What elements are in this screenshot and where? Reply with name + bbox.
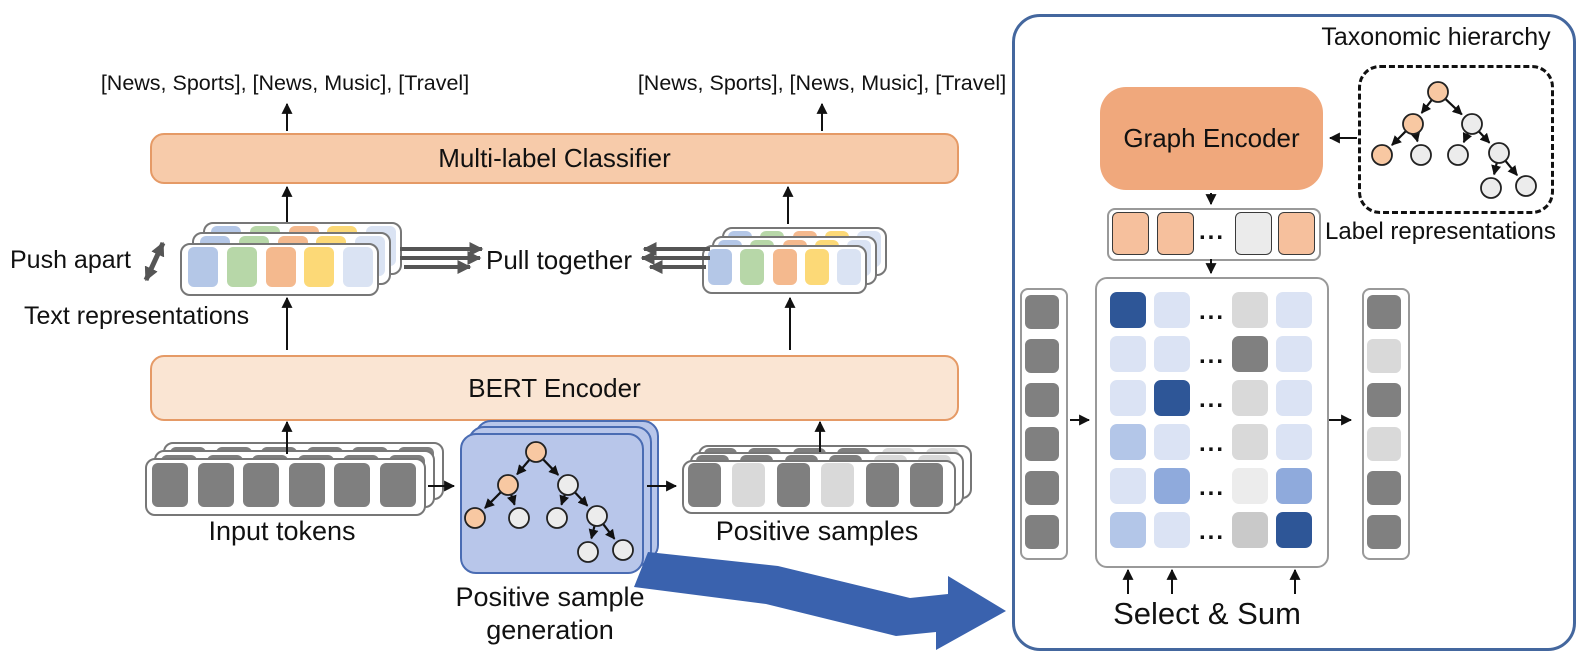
right-vector-cell bbox=[1367, 515, 1401, 549]
input-tokens-cell bbox=[197, 463, 234, 507]
label-representations-label: Label representations bbox=[1325, 218, 1556, 245]
matrix-cell bbox=[1110, 292, 1146, 328]
left-vector-cell bbox=[1025, 515, 1059, 549]
matrix-cell bbox=[1276, 292, 1312, 328]
input-tokens-cell bbox=[380, 463, 416, 507]
positive-samples-label: Positive samples bbox=[715, 516, 919, 546]
text-representations-left-cell bbox=[304, 247, 335, 287]
matrix-cell bbox=[1232, 424, 1268, 460]
text-representations-left-cell bbox=[188, 247, 218, 287]
multi-label-classifier-label: Multi-label Classifier bbox=[438, 143, 671, 173]
matrix-cell bbox=[1276, 380, 1312, 416]
positive-sample-generation-label-line2: generation bbox=[486, 615, 614, 645]
text-representations-left-cell bbox=[343, 247, 373, 287]
matrix-cell bbox=[1110, 380, 1146, 416]
matrix-cell bbox=[1154, 292, 1190, 328]
text-representations-right-cell bbox=[740, 249, 765, 285]
left-vector-cell bbox=[1025, 295, 1059, 329]
multi-label-classifier-box: Multi-label Classifier bbox=[150, 133, 959, 184]
input-tokens-cell bbox=[288, 463, 325, 507]
matrix-cell bbox=[1276, 424, 1312, 460]
positive-samples-cell bbox=[865, 463, 899, 507]
matrix-cell bbox=[1154, 336, 1190, 372]
matrix-cell bbox=[1154, 512, 1190, 548]
text-representations-left-cell bbox=[226, 247, 257, 287]
input-tokens-cell bbox=[152, 463, 188, 507]
right-vector-container bbox=[1362, 288, 1410, 560]
matrix-cell bbox=[1154, 424, 1190, 460]
label-row-ellipsis: ... bbox=[1198, 218, 1225, 245]
matrix-cell bbox=[1154, 468, 1190, 504]
positive-samples-cell bbox=[776, 463, 810, 507]
matrix-cell bbox=[1232, 380, 1268, 416]
text-representations-label: Text representations bbox=[24, 302, 250, 330]
graph-encoder-label: Graph Encoder bbox=[1123, 123, 1300, 153]
text-representations-right-cell bbox=[837, 249, 861, 285]
positive-samples-cell bbox=[910, 463, 943, 507]
select-sum-label: Select & Sum bbox=[1113, 596, 1301, 631]
right-vector-cell bbox=[1367, 471, 1401, 505]
push-apart-arrow bbox=[143, 241, 166, 282]
positive-samples-cell bbox=[821, 463, 855, 507]
matrix-cell bbox=[1232, 512, 1268, 548]
matrix-cell bbox=[1232, 336, 1268, 372]
matrix-cell bbox=[1154, 380, 1190, 416]
text-representations-right-cell bbox=[708, 249, 732, 285]
positive-sample-generation-card bbox=[460, 433, 644, 574]
matrix-ellipsis: ... bbox=[1198, 430, 1225, 457]
right-vector-cell bbox=[1367, 427, 1401, 461]
matrix-ellipsis: ... bbox=[1198, 518, 1225, 545]
input-tokens-card bbox=[145, 458, 426, 516]
matrix-cell bbox=[1110, 512, 1146, 548]
left-vector-cell bbox=[1025, 339, 1059, 373]
matrix-cell bbox=[1110, 336, 1146, 372]
graph-encoder-box: Graph Encoder bbox=[1100, 87, 1323, 190]
positive-sample-generation-label-line1: Positive sample bbox=[455, 582, 645, 612]
push-apart-label: Push apart bbox=[10, 246, 131, 274]
label-representation-cell bbox=[1278, 212, 1315, 255]
left-vector-cell bbox=[1025, 383, 1059, 417]
right-vector-cell bbox=[1367, 295, 1401, 329]
text-representations-left-cell bbox=[265, 247, 296, 287]
pull-together-label: Pull together bbox=[486, 245, 632, 275]
matrix-cell bbox=[1110, 468, 1146, 504]
positive-samples-cell bbox=[732, 463, 766, 507]
positive-samples-cell bbox=[688, 463, 721, 507]
input-tokens-cell bbox=[334, 463, 371, 507]
text-representations-right-cell bbox=[804, 249, 829, 285]
matrix-ellipsis: ... bbox=[1198, 474, 1225, 501]
left-vector-container bbox=[1020, 288, 1068, 560]
bert-encoder-box: BERT Encoder bbox=[150, 355, 959, 421]
matrix-cell bbox=[1276, 468, 1312, 504]
taxonomic-hierarchy-label: Taxonomic hierarchy bbox=[1321, 23, 1551, 51]
matrix-ellipsis: ... bbox=[1198, 342, 1225, 369]
right-vector-cell bbox=[1367, 383, 1401, 417]
label-representation-cell bbox=[1235, 212, 1272, 255]
left-vector-cell bbox=[1025, 471, 1059, 505]
matrix-ellipsis: ... bbox=[1198, 386, 1225, 413]
predicted-labels-right: [News, Sports], [News, Music], [Travel] bbox=[637, 71, 1007, 95]
matrix-cell bbox=[1276, 512, 1312, 548]
matrix-cell bbox=[1232, 468, 1268, 504]
input-tokens-cell bbox=[243, 463, 280, 507]
left-vector-cell bbox=[1025, 427, 1059, 461]
input-tokens-label: Input tokens bbox=[208, 516, 356, 546]
right-vector-cell bbox=[1367, 339, 1401, 373]
predicted-labels-left: [News, Sports], [News, Music], [Travel] bbox=[100, 71, 470, 95]
matrix-ellipsis: ... bbox=[1198, 298, 1225, 325]
label-representation-cell bbox=[1157, 212, 1194, 255]
matrix-cell bbox=[1110, 424, 1146, 460]
matrix-cell bbox=[1232, 292, 1268, 328]
label-representation-cell bbox=[1112, 212, 1149, 255]
taxonomic-hierarchy-box bbox=[1358, 65, 1554, 214]
bert-encoder-label: BERT Encoder bbox=[468, 372, 641, 403]
matrix-cell bbox=[1276, 336, 1312, 372]
big-flow-arrow bbox=[634, 552, 1006, 650]
text-representations-right-cell bbox=[772, 249, 797, 285]
